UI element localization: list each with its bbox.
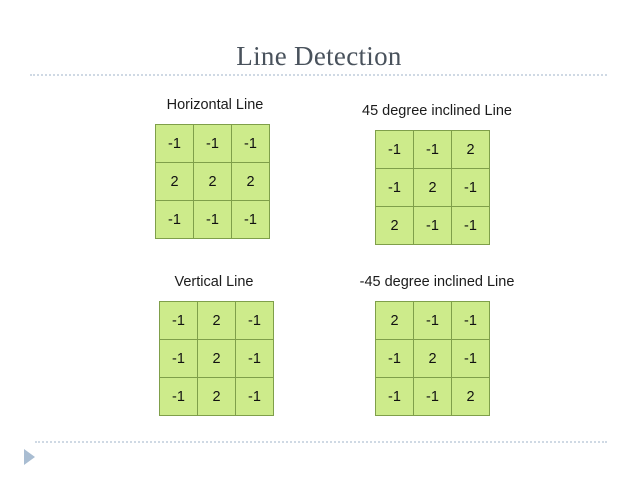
matrix-cell: -1 <box>413 130 452 169</box>
header-divider <box>30 74 607 76</box>
matrix-cell: 2 <box>375 206 414 245</box>
matrix-cell: 2 <box>197 301 236 340</box>
play-triangle-icon[interactable] <box>24 449 35 465</box>
matrix-cell: -1 <box>235 377 274 416</box>
page-title: Line Detection <box>236 41 402 71</box>
matrix-cell: -1 <box>231 200 270 239</box>
table-row: -1 -1 2 <box>375 130 490 169</box>
matrix-label-inclined-45: 45 degree inclined Line <box>362 103 512 119</box>
table-row: -1 2 -1 <box>375 339 490 378</box>
matrix-cell: -1 <box>413 301 452 340</box>
matrix-cell: -1 <box>155 200 194 239</box>
kernel-matrix-inclined-neg45: 2 -1 -1 -1 2 -1 -1 -1 2 <box>375 301 490 416</box>
table-row: -1 2 -1 <box>375 168 490 207</box>
matrix-cell: -1 <box>159 377 198 416</box>
table-row: -1 -1 -1 <box>155 124 270 163</box>
kernel-matrix-horizontal: -1 -1 -1 2 2 2 -1 -1 -1 <box>155 124 270 239</box>
table-row: -1 2 -1 <box>159 301 274 340</box>
kernel-matrix-vertical: -1 2 -1 -1 2 -1 -1 2 -1 <box>159 301 274 416</box>
matrix-cell: 2 <box>197 377 236 416</box>
matrix-block-horizontal: Horizontal Line -1 -1 -1 2 2 2 -1 -1 -1 <box>143 96 287 239</box>
matrix-cell: 2 <box>451 130 490 169</box>
table-row: 2 2 2 <box>155 162 270 201</box>
matrix-cell: -1 <box>451 168 490 207</box>
matrix-cell: -1 <box>451 301 490 340</box>
table-row: -1 -1 2 <box>375 377 490 416</box>
table-row: 2 -1 -1 <box>375 206 490 245</box>
matrix-cell: 2 <box>197 339 236 378</box>
matrix-cell: -1 <box>375 377 414 416</box>
table-row: -1 2 -1 <box>159 377 274 416</box>
matrix-cell: -1 <box>235 339 274 378</box>
table-row: 2 -1 -1 <box>375 301 490 340</box>
matrix-cell: 2 <box>413 168 452 207</box>
matrix-cell: -1 <box>193 124 232 163</box>
matrix-block-inclined-45: 45 degree inclined Line -1 -1 2 -1 2 -1 … <box>347 102 527 245</box>
matrix-cell: -1 <box>375 168 414 207</box>
matrix-cell: 2 <box>375 301 414 340</box>
matrix-cell: 2 <box>451 377 490 416</box>
table-row: -1 -1 -1 <box>155 200 270 239</box>
matrix-cell: -1 <box>451 206 490 245</box>
matrix-cell: -1 <box>375 130 414 169</box>
matrix-cell: 2 <box>155 162 194 201</box>
matrix-cell: -1 <box>159 339 198 378</box>
table-row: -1 2 -1 <box>159 339 274 378</box>
matrix-cell: -1 <box>413 377 452 416</box>
kernel-matrix-inclined-45: -1 -1 2 -1 2 -1 2 -1 -1 <box>375 130 490 245</box>
matrix-cell: -1 <box>193 200 232 239</box>
matrix-cell: -1 <box>413 206 452 245</box>
matrix-block-vertical: Vertical Line -1 2 -1 -1 2 -1 -1 2 -1 <box>147 273 281 416</box>
matrix-cell: -1 <box>159 301 198 340</box>
matrix-cell: -1 <box>231 124 270 163</box>
matrix-block-inclined-neg45: -45 degree inclined Line 2 -1 -1 -1 2 -1… <box>347 273 527 416</box>
matrix-label-inclined-neg45: -45 degree inclined Line <box>359 274 515 290</box>
matrix-cell: 2 <box>413 339 452 378</box>
matrix-cell: 2 <box>193 162 232 201</box>
matrix-cell: -1 <box>375 339 414 378</box>
footer-divider <box>35 441 607 443</box>
matrix-cell: -1 <box>155 124 194 163</box>
matrix-label-horizontal: Horizontal Line <box>166 97 264 113</box>
matrix-cell: -1 <box>451 339 490 378</box>
matrix-label-vertical: Vertical Line <box>174 274 254 290</box>
matrix-cell: -1 <box>235 301 274 340</box>
matrix-cell: 2 <box>231 162 270 201</box>
